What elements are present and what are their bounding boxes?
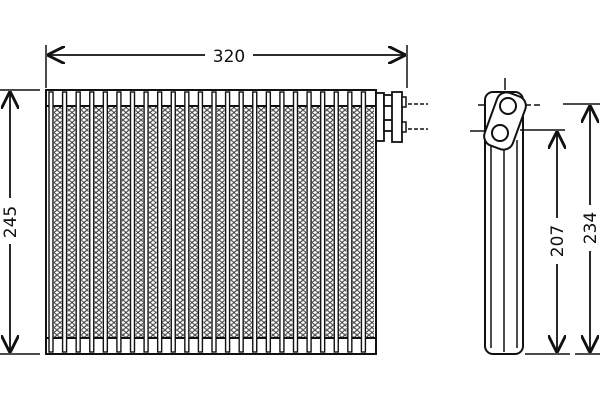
fin-column [312, 107, 320, 337]
fin-column [54, 107, 62, 337]
side-inner-dimension: 207 [520, 129, 570, 355]
tube [306, 91, 312, 353]
fin-column [284, 107, 293, 337]
tube [75, 91, 81, 353]
height-dimension: 245 [0, 89, 40, 355]
fin-column [108, 107, 116, 337]
side-outer-dimension: 234 [563, 103, 600, 355]
side-view [470, 78, 540, 355]
evaporator-core [45, 89, 377, 355]
tube [143, 91, 149, 353]
fin-column [81, 107, 89, 337]
tube [211, 91, 217, 353]
fin-column [325, 107, 334, 337]
fin-column [67, 107, 76, 337]
fin-column [135, 107, 144, 337]
fin-column [149, 107, 157, 337]
fin-column [366, 107, 374, 337]
fin-column [352, 107, 361, 337]
tube [129, 91, 136, 353]
fin-column [271, 107, 279, 337]
tube [252, 91, 258, 353]
tube [319, 91, 326, 353]
pipe-connectors [375, 91, 428, 143]
fin-column [217, 107, 225, 337]
tube [333, 91, 339, 353]
tube [102, 91, 109, 353]
tube [360, 91, 367, 353]
tube [116, 91, 122, 353]
fin-column [203, 107, 211, 337]
fin-column [176, 107, 184, 337]
fin-column [298, 107, 307, 337]
tube [347, 91, 353, 353]
tube [184, 91, 190, 353]
inlet-port-icon [491, 124, 509, 142]
fin-column [244, 107, 252, 337]
tube [89, 91, 95, 353]
fin-column [339, 107, 347, 337]
height-label: 245 [1, 206, 21, 238]
outlet-port-icon [499, 97, 517, 115]
tube [265, 91, 272, 353]
side-inner-label: 207 [548, 225, 568, 257]
tube [224, 91, 231, 353]
width-label: 320 [213, 47, 245, 67]
tube [61, 91, 68, 353]
fin-column [162, 107, 171, 337]
tube [197, 91, 204, 353]
tube [292, 91, 299, 353]
tube [48, 91, 54, 353]
tube [279, 91, 285, 353]
width-dimension: 320 [45, 44, 408, 88]
tube [170, 91, 176, 353]
tube [156, 91, 163, 353]
fin-column [94, 107, 103, 337]
fin-column [121, 107, 130, 337]
tube [238, 91, 244, 353]
fin-column [230, 107, 239, 337]
fin-column [189, 107, 198, 337]
side-outer-label: 234 [581, 212, 600, 244]
fin-column [257, 107, 266, 337]
